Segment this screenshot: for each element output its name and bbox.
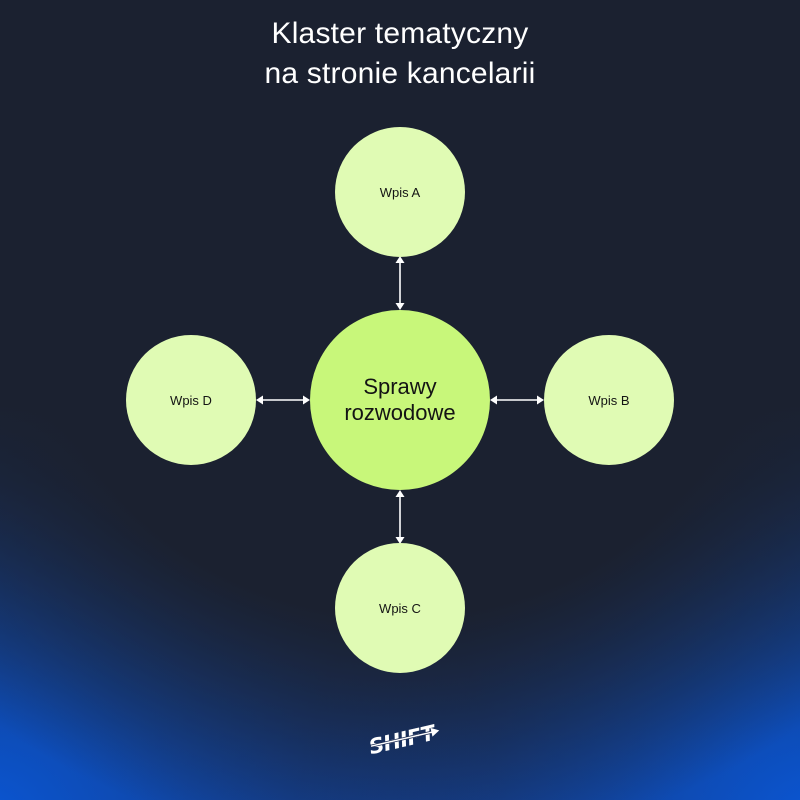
node-label: Wpis C [379,600,421,616]
arrow-right-icon [370,727,440,748]
connector-hub-to-c [395,490,405,544]
hub-label-line-1: Sprawy [363,374,437,399]
hub-label-line-2: rozwodowe [344,400,456,425]
connector-hub-to-d [256,395,310,405]
node-label: Wpis D [170,392,212,408]
title-line-1: Klaster tematyczny [271,17,529,50]
diagram-title: Klaster tematyczny na stronie kancelarii [0,14,800,94]
hub-node: Sprawy rozwodowe [310,310,490,490]
hub-label: Sprawy rozwodowe [344,374,455,426]
node-label: Wpis B [588,392,630,408]
node-label: Wpis A [379,184,421,200]
node-wpis-d: Wpis D [126,335,256,465]
node-wpis-a: Wpis A [335,127,465,257]
title-line-2: na stronie kancelarii [264,57,536,90]
node-wpis-c: Wpis C [335,543,465,673]
node-wpis-b: Wpis B [544,335,674,465]
connector-hub-to-b [490,395,544,405]
connector-hub-to-a [395,256,405,310]
shift-logo: SHIFT [367,720,440,759]
